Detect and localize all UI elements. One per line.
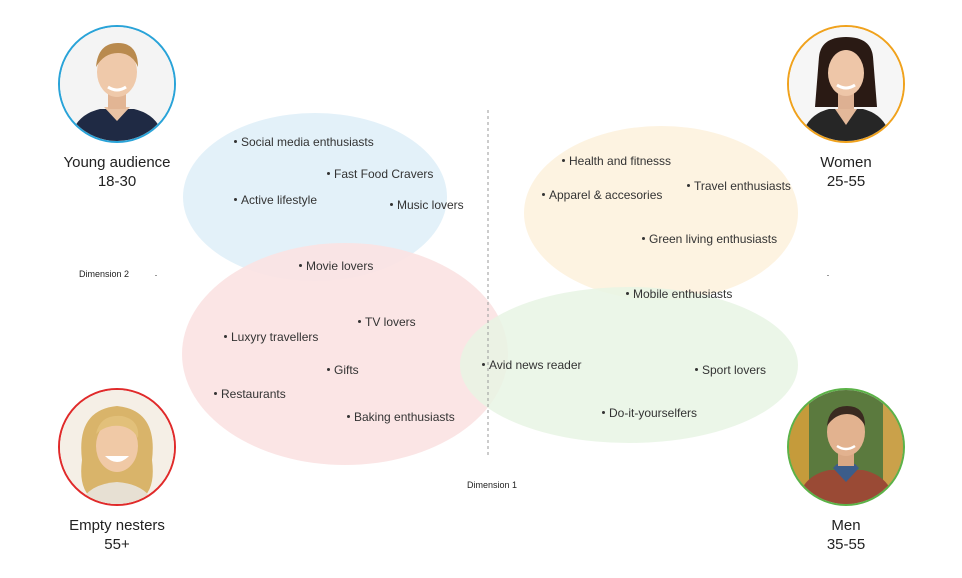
empty-nesters-cluster [182, 243, 508, 465]
persona-name: Women [820, 154, 872, 171]
interest-baking: Baking enthusiasts [347, 410, 455, 424]
dimension-2-label: Dimension 2 [79, 269, 130, 279]
persona-age: 18-30 [97, 173, 137, 190]
persona-empty-nesters: Empty nesters 55+ [47, 388, 187, 554]
dimension-1-label: Dimension 1 [467, 480, 518, 490]
man-portrait-icon [787, 388, 905, 506]
persona-men: Men 35-55 [776, 388, 916, 554]
persona-age: 35-55 [826, 536, 866, 553]
persona-name: Men [831, 517, 861, 534]
persona-name: Young audience [63, 154, 171, 171]
young-audience-cluster [183, 113, 447, 281]
interest-social-media: Social media enthusiasts [234, 135, 374, 149]
interest-travel: Travel enthusiasts [687, 179, 791, 193]
interest-restaurants: Restaurants [214, 387, 286, 401]
persona-young-audience: Young audience 18-30 [47, 25, 187, 191]
dimension-2-tick-right [827, 275, 829, 276]
persona-name: Empty nesters [69, 517, 165, 534]
interest-apparel: Apparel & accesories [542, 188, 662, 202]
interest-luxury: Luxyry travellers [224, 330, 318, 344]
interest-sport: Sport lovers [695, 363, 766, 377]
persona-women: Women 25-55 [776, 25, 916, 191]
interest-health: Health and fitnesss [562, 154, 671, 168]
persona-age: 25-55 [826, 173, 866, 190]
young-man-portrait-icon [58, 25, 176, 143]
women-cluster [524, 126, 798, 300]
interest-green-living: Green living enthusiasts [642, 232, 777, 246]
interest-gifts: Gifts [327, 363, 359, 377]
interest-music: Music lovers [390, 198, 464, 212]
dimension-2-tick-left [155, 275, 157, 276]
interest-diy: Do-it-yourselfers [602, 406, 697, 420]
interest-mobile: Mobile enthusiasts [626, 287, 732, 301]
interest-tv: TV lovers [358, 315, 416, 329]
persona-age: 55+ [104, 536, 130, 553]
interest-active-lifestyle: Active lifestyle [234, 193, 317, 207]
interest-movie: Movie lovers [299, 259, 373, 273]
interest-fast-food: Fast Food Cravers [327, 167, 433, 181]
men-cluster [460, 287, 798, 443]
businesswoman-portrait-icon [787, 25, 905, 143]
interest-news: Avid news reader [482, 358, 582, 372]
smiling-woman-portrait-icon [58, 388, 176, 506]
